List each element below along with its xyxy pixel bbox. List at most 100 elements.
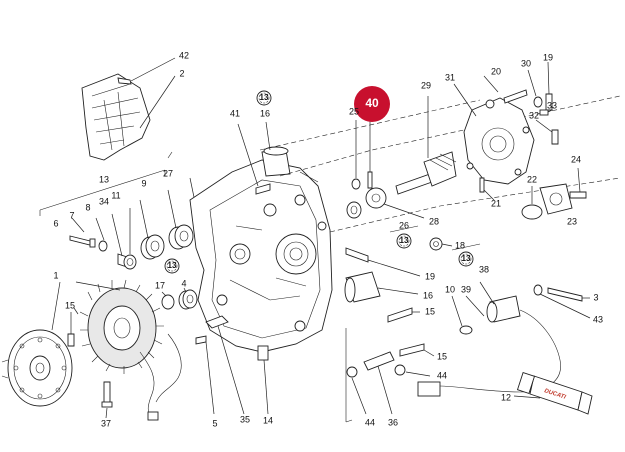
impeller-hub-part (365, 187, 387, 209)
label-44-right[interactable]: 44 (437, 370, 447, 380)
screw-37-part (101, 381, 113, 408)
stator-part (79, 279, 164, 374)
label-27[interactable]: 27 (163, 168, 173, 178)
screw-42-part (117, 57, 176, 85)
screw-19-lower-part (345, 247, 369, 263)
label-16-mid[interactable]: 16 (423, 290, 433, 300)
label-43[interactable]: 43 (593, 314, 603, 324)
washer-30-part (533, 96, 543, 108)
label-33[interactable]: 33 (547, 100, 557, 110)
part-labels: 42 2 16 41 25 29 31 20 30 19 33 32 24 22… (53, 50, 603, 428)
label-29[interactable]: 29 (421, 80, 431, 90)
label-7[interactable]: 7 (69, 210, 74, 220)
label-19-mid[interactable]: 19 (425, 271, 435, 281)
highlight-callout-40[interactable]: 40 (354, 86, 390, 122)
screw-21-part (479, 177, 485, 193)
label-9[interactable]: 9 (141, 178, 146, 188)
engine-cover-part (189, 159, 333, 353)
label-44-left[interactable]: 44 (365, 417, 375, 427)
bearing-11-part (140, 234, 165, 260)
torque-badge-top: 13 (256, 90, 272, 106)
oring-22-part (521, 204, 543, 220)
screw-15-left-part (67, 333, 75, 347)
highlight-circle[interactable] (354, 86, 390, 122)
highlight-label[interactable]: 40 (365, 96, 379, 110)
label-4[interactable]: 4 (181, 278, 186, 288)
label-32[interactable]: 32 (529, 110, 539, 120)
label-3[interactable]: 3 (593, 292, 598, 302)
label-42[interactable]: 42 (179, 50, 189, 60)
label-23[interactable]: 23 (567, 216, 577, 226)
label-14[interactable]: 14 (263, 415, 273, 425)
label-37[interactable]: 37 (101, 418, 111, 428)
label-19-top[interactable]: 19 (543, 52, 553, 62)
svg-text:13: 13 (462, 254, 471, 263)
label-2[interactable]: 2 (179, 68, 184, 78)
label-5[interactable]: 5 (212, 418, 217, 428)
clip-36-part (363, 351, 395, 371)
label-10[interactable]: 10 (445, 284, 455, 294)
dowel-14-part (257, 345, 269, 361)
label-36[interactable]: 36 (388, 417, 398, 427)
label-20[interactable]: 20 (491, 66, 501, 76)
bearing-4-part (178, 289, 198, 310)
label-16-top[interactable]: 16 (260, 108, 270, 118)
bolt-25b-part (367, 171, 373, 189)
label-28[interactable]: 28 (429, 216, 439, 226)
label-18[interactable]: 18 (455, 240, 465, 250)
sleeve-16-upper-part (261, 146, 291, 177)
sealant-tube-12-part: DUCATI (516, 372, 593, 415)
label-31[interactable]: 31 (445, 72, 455, 82)
circlip-17-part (161, 294, 175, 310)
bolt-6-part (69, 235, 96, 248)
label-8[interactable]: 8 (85, 202, 90, 212)
bolt-15-mid-part (387, 307, 413, 323)
clip-35-part (205, 315, 229, 329)
label-24[interactable]: 24 (571, 154, 581, 164)
svg-text:13: 13 (260, 93, 269, 102)
label-39[interactable]: 39 (461, 284, 471, 294)
seal-18-part (429, 237, 443, 251)
label-12[interactable]: 12 (501, 392, 511, 402)
label-1[interactable]: 1 (53, 270, 58, 280)
washer-34-part (123, 254, 137, 270)
label-34[interactable]: 34 (99, 196, 109, 206)
oring-39-part (459, 325, 473, 335)
seal-28-part (346, 201, 362, 219)
washer-25-part (351, 178, 361, 190)
bolt-5-part (195, 335, 207, 345)
label-25[interactable]: 25 (349, 106, 359, 116)
label-15-mid[interactable]: 15 (425, 306, 435, 316)
screw-32-part (551, 129, 559, 145)
washer-44-left-part (346, 366, 358, 378)
label-13[interactable]: 13 (99, 174, 109, 184)
fitting-23-part (539, 183, 573, 215)
pump-cover-31-part (463, 97, 535, 185)
label-38[interactable]: 38 (479, 264, 489, 274)
label-15-low[interactable]: 15 (437, 351, 447, 361)
sensor-38-part (486, 295, 521, 323)
stator-wire (139, 351, 155, 419)
bolt-41-part (255, 183, 271, 195)
label-17[interactable]: 17 (155, 280, 165, 290)
label-15-left[interactable]: 15 (65, 300, 75, 310)
label-11[interactable]: 11 (111, 190, 120, 200)
label-35[interactable]: 35 (240, 414, 250, 424)
label-22[interactable]: 22 (527, 174, 537, 184)
label-6[interactable]: 6 (53, 218, 58, 228)
bolt-20-part (503, 89, 528, 104)
bearing-9-part (168, 224, 194, 250)
bolt-15-low-part (399, 343, 425, 357)
svg-text:13: 13 (400, 236, 409, 245)
label-30[interactable]: 30 (521, 58, 531, 68)
label-41[interactable]: 41 (230, 108, 240, 118)
svg-text:13: 13 (168, 261, 177, 270)
torque-badge-left: 13 (164, 258, 180, 274)
label-21[interactable]: 21 (491, 198, 501, 208)
screw-24-part (569, 191, 587, 199)
sleeve-16-lower-part (344, 271, 381, 303)
impeller-shaft-29-part (395, 151, 457, 195)
label-26[interactable]: 26 (399, 220, 409, 230)
torque-badge-right: 13 (458, 251, 474, 267)
